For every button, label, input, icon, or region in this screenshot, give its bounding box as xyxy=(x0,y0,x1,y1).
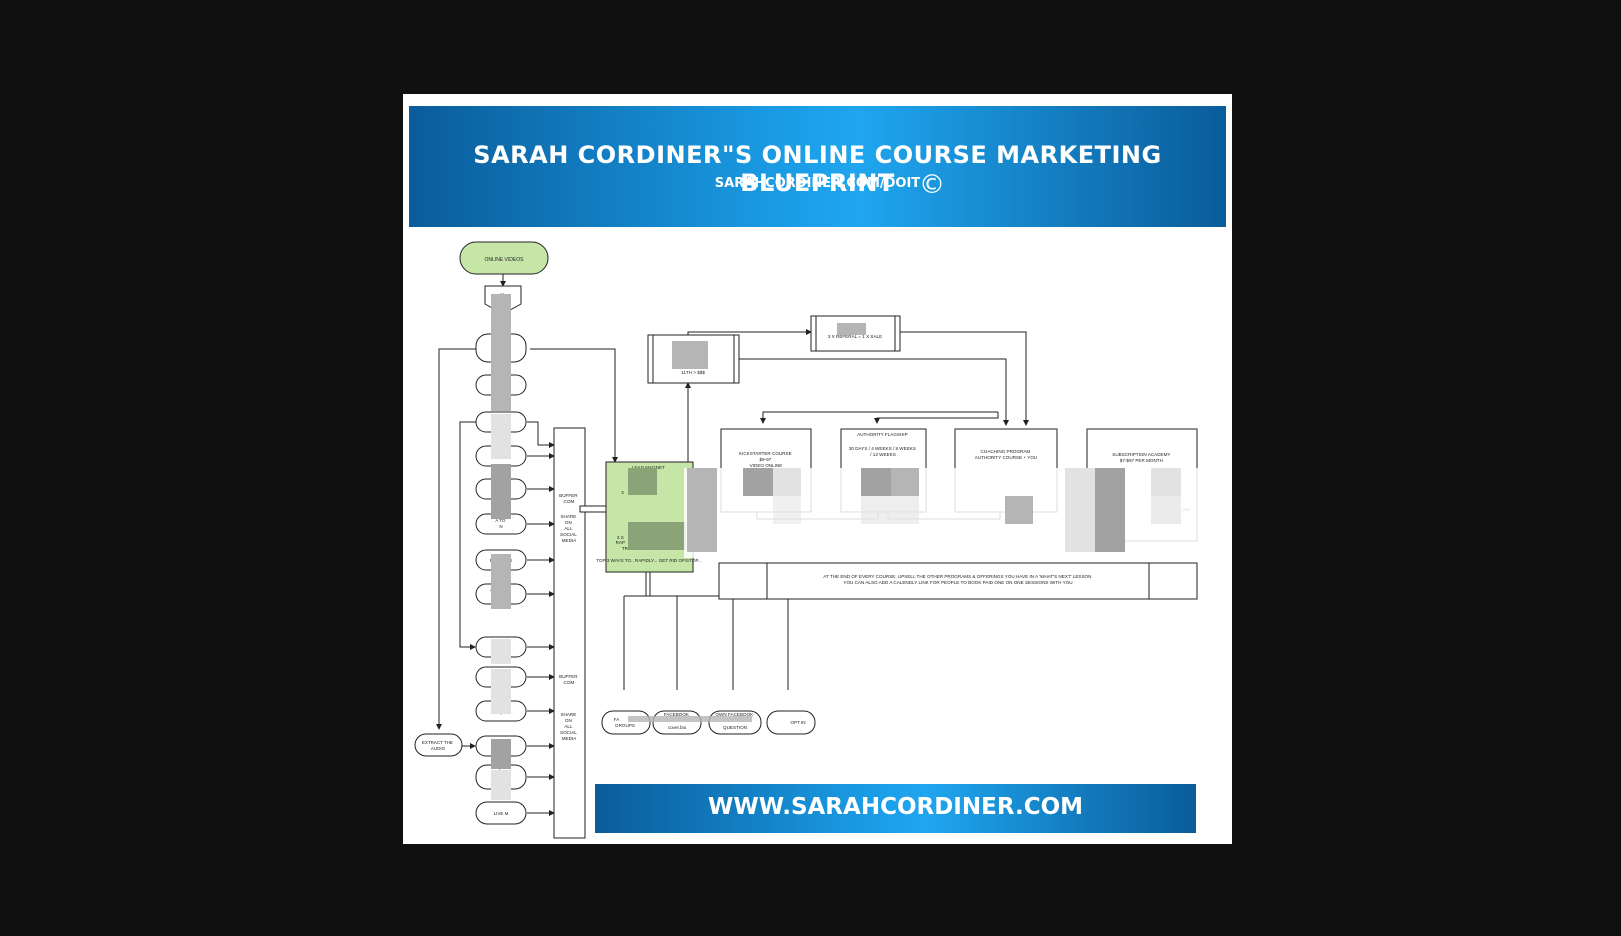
redaction-block xyxy=(628,716,752,722)
extract-audio-label: EXTRACT THE AUDIO xyxy=(422,740,454,751)
redaction-block xyxy=(1065,468,1095,552)
footer-url[interactable]: WWW.SARAHCORDINER.COM xyxy=(707,794,1084,820)
redaction-block xyxy=(837,323,866,335)
redaction-block xyxy=(491,464,511,519)
redaction-block xyxy=(743,468,773,496)
coaching-label: COACHING PROGRAM AUTHORITY COURSE + YOU xyxy=(975,449,1038,460)
node-extract-audio[interactable] xyxy=(414,733,463,757)
share-bottom-label: BUFFER .COM SHARE ON ALL SOCIAL MEDIA xyxy=(559,674,579,741)
copyright-icon: © xyxy=(919,170,945,200)
blueprint-sheet: SARAH CORDINER"S ONLINE COURSE MARKETING… xyxy=(403,94,1232,844)
edge-to-kickstarter xyxy=(760,411,998,424)
upsell-box[interactable] xyxy=(718,562,1198,600)
share-top-label: BUFFER .COM SHARE ON ALL SOCIAL MEDIA xyxy=(559,493,579,543)
redaction-block xyxy=(891,468,919,496)
edge-n2-extract xyxy=(436,348,476,730)
edge-to-flagship xyxy=(874,412,999,424)
edge-n4-branch xyxy=(459,421,476,650)
redaction-strip xyxy=(491,294,511,800)
referral-node[interactable]: RE L 3 X REFERAL = 1 X SALE xyxy=(810,315,901,352)
redaction-block xyxy=(687,468,717,552)
redaction-block xyxy=(491,294,511,411)
node-n15[interactable] xyxy=(475,801,527,825)
s4-label: OPT IN xyxy=(790,720,805,725)
edge-email-coaching xyxy=(739,358,1009,426)
edge-n2-lead xyxy=(530,348,618,463)
start-node[interactable]: ONLINE VIDEOS xyxy=(459,241,549,275)
source-nodes: FA GROUPS FACEBOOK cover.bio OWN FACEBOO… xyxy=(601,710,816,735)
redaction-block xyxy=(861,496,919,524)
share-column: BUFFER .COM SHARE ON ALL SOCIAL MEDIA BU… xyxy=(553,427,626,839)
edge-referral-coaching xyxy=(891,331,1029,426)
edge-email-referral xyxy=(687,329,812,335)
marketing-flowchart: ONLINE VIDEOS AL A INT 1 YOU SE VIDE ON … xyxy=(414,241,1204,839)
share-bar xyxy=(553,427,586,839)
redaction-block xyxy=(628,522,686,550)
redaction-block xyxy=(1005,496,1033,524)
source-s4[interactable] xyxy=(766,710,816,735)
redaction-block xyxy=(491,639,511,664)
redaction-block xyxy=(491,414,511,459)
s2-label: FACEBOOK cover.bio xyxy=(664,712,691,730)
product-tiers: KICKSTARTER COURSE $9-97 VIDEO ONLINE AU… xyxy=(684,428,1204,558)
redaction-block xyxy=(491,770,511,800)
redaction-block xyxy=(672,341,708,369)
redaction-block xyxy=(628,468,657,495)
redaction-block xyxy=(1151,496,1181,524)
upsell-node[interactable]: AT THE END OF EVERY COURSE, UPSELL THE O… xyxy=(718,562,1198,600)
redaction-block xyxy=(1151,468,1181,496)
header-url[interactable]: SARAHCORDINER.COM/DOIT xyxy=(714,176,921,191)
lead-magnet-node[interactable]: LEAD MAGNET 3 3 S RAP TRANSFORM TOP 3 WA… xyxy=(596,461,702,573)
email-automation-node[interactable]: EMAIL AUTO KETING 1 DAYS 11TH > $$$ xyxy=(647,334,740,384)
redaction-block xyxy=(1095,468,1125,552)
n15-label: LIVE M xyxy=(494,811,509,816)
redaction-block xyxy=(491,554,511,609)
redaction-block xyxy=(491,739,511,769)
n7-label: A TO N xyxy=(495,518,506,529)
page-title: SARAH CORDINER"S ONLINE COURSE MARKETING… xyxy=(473,141,1162,197)
edge-n4-share xyxy=(527,421,555,448)
redaction-block xyxy=(773,496,801,524)
upsell-label: AT THE END OF EVERY COURSE, UPSELL THE O… xyxy=(823,574,1092,585)
header-banner: SARAH CORDINER"S ONLINE COURSE MARKETING… xyxy=(409,106,1226,227)
start-label: ONLINE VIDEOS xyxy=(485,257,525,263)
flagship-label: AUTHORITY FLAGSHIP 30 DAYS / 4 WEEKS / 8… xyxy=(849,432,917,457)
redaction-block xyxy=(861,468,891,496)
redaction-block xyxy=(491,669,511,714)
footer-banner: WWW.SARAHCORDINER.COM xyxy=(595,784,1196,833)
kickstarter-label: KICKSTARTER COURSE $9-97 VIDEO ONLINE xyxy=(739,451,793,468)
s3-label: OWN FACEBOOK QUESTION xyxy=(715,712,754,730)
redaction-block xyxy=(773,468,801,496)
s1-label: FA GROUPS xyxy=(614,717,635,728)
